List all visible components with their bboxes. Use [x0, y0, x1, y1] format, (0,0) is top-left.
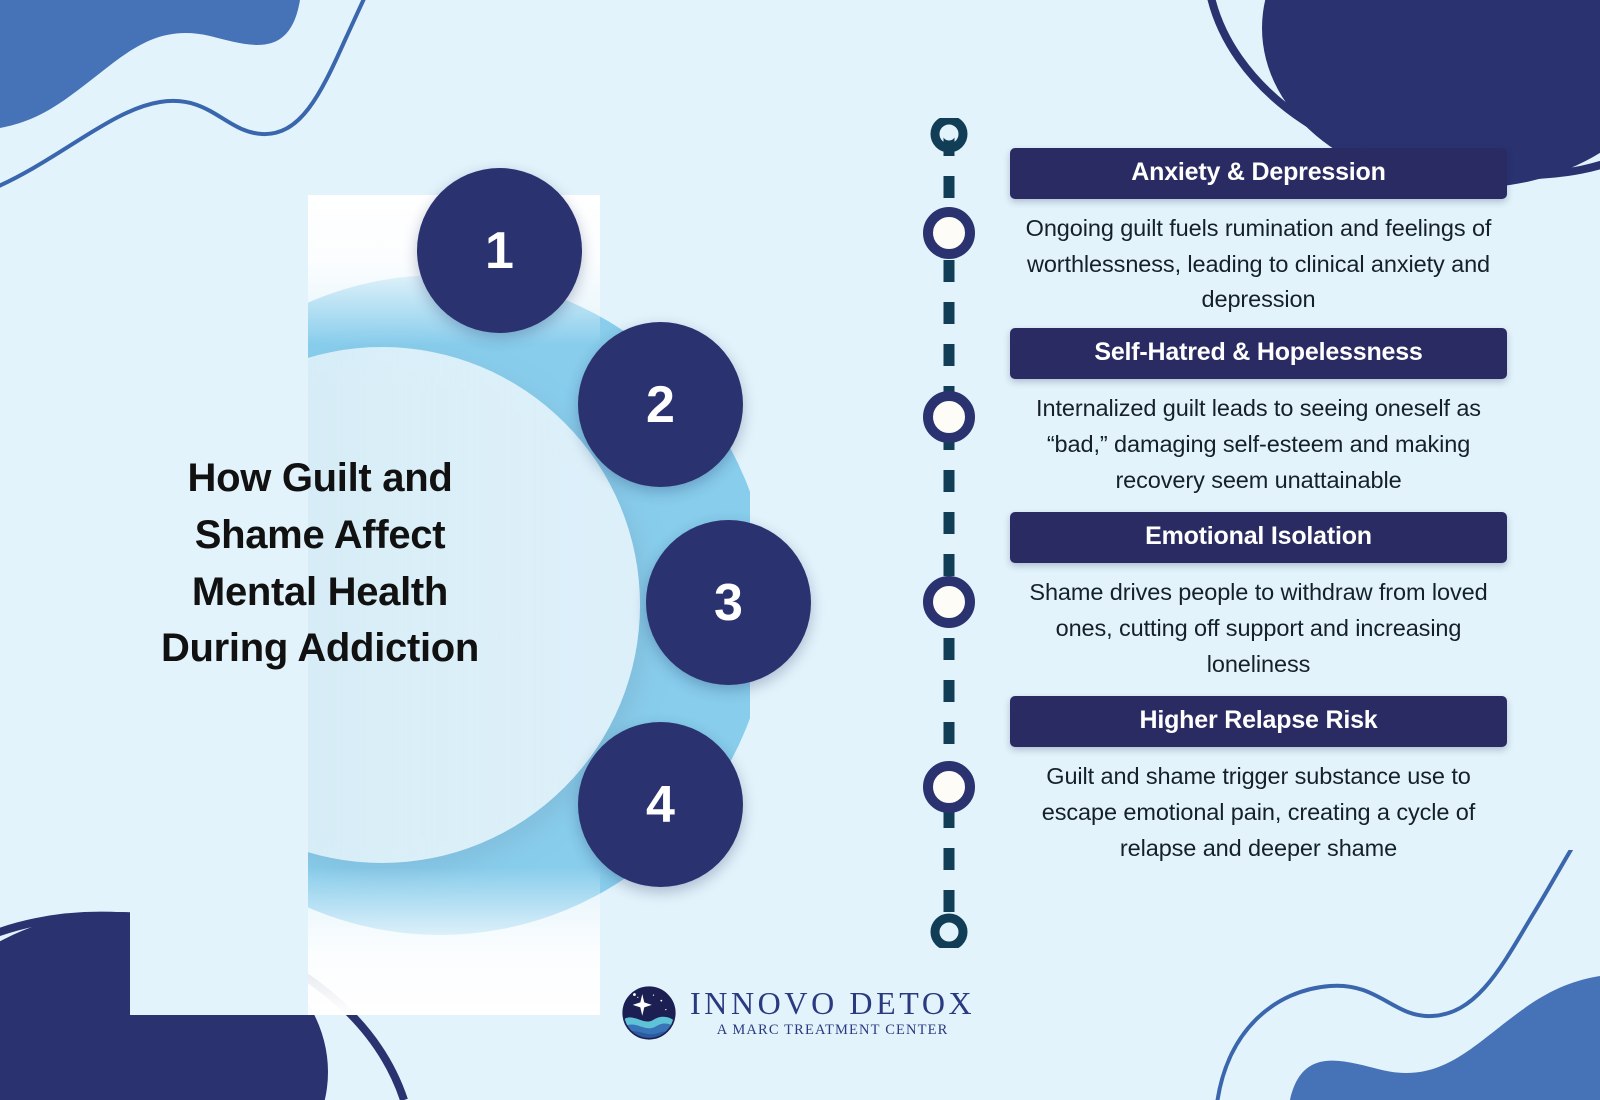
step-item-1: Anxiety & Depression Ongoing guilt fuels… [1010, 148, 1507, 324]
step-body-3: Shame drives people to withdraw from lov… [1029, 579, 1488, 677]
step-number-label: 3 [714, 573, 743, 632]
timeline-track [923, 118, 975, 948]
step-number-circle-3[interactable]: 3 [646, 520, 811, 685]
step-body-1: Ongoing guilt fuels rumination and feeli… [1025, 215, 1492, 313]
step-heading-2: Self-Hatred & Hopelessness [1010, 328, 1507, 380]
step-number-label: 1 [485, 221, 514, 280]
night-sky-wave-globe-icon [622, 986, 676, 1040]
step-number-circle-2[interactable]: 2 [578, 322, 743, 487]
logo-tagline: A MARC TREATMENT CENTER [716, 1021, 949, 1038]
step-number-label: 4 [646, 775, 675, 834]
timeline-endpoint-bottom [930, 913, 968, 948]
page-title: How Guilt and Shame Affect Mental Health… [160, 456, 480, 671]
decoration-bottom-right-wave [1215, 850, 1600, 1100]
timeline-node-4 [923, 761, 975, 813]
step-heading-1: Anxiety & Depression [1010, 148, 1507, 199]
timeline-endpoint-top [930, 118, 968, 153]
timeline-node-1 [923, 207, 975, 259]
step-body-4: Guilt and shame trigger substance use to… [1041, 763, 1476, 861]
brand-logo[interactable]: INNOVO DETOX A MARC TREATMENT CENTER [621, 985, 975, 1041]
step-item-2: Self-Hatred & Hopelessness Internalized … [1010, 328, 1507, 508]
logo-wordmark: INNOVO DETOX A MARC TREATMENT CENTER [690, 984, 976, 1039]
step-item-3: Emotional Isolation Shame drives people … [1010, 512, 1507, 692]
steps-list: Anxiety & Depression Ongoing guilt fuels… [1010, 148, 1507, 881]
step-body-2: Internalized guilt leads to seeing onese… [1036, 395, 1481, 493]
logo-name: INNOVO DETOX [690, 984, 976, 1021]
step-heading-4: Higher Relapse Risk [1010, 696, 1507, 748]
timeline-node-3 [923, 576, 975, 628]
step-heading-3: Emotional Isolation [1010, 512, 1507, 564]
step-number-label: 2 [646, 375, 675, 434]
timeline-node-2 [923, 391, 975, 443]
step-number-circle-4[interactable]: 4 [578, 722, 743, 887]
step-number-circle-1[interactable]: 1 [417, 168, 582, 333]
step-item-4: Higher Relapse Risk Guilt and shame trig… [1010, 696, 1507, 876]
